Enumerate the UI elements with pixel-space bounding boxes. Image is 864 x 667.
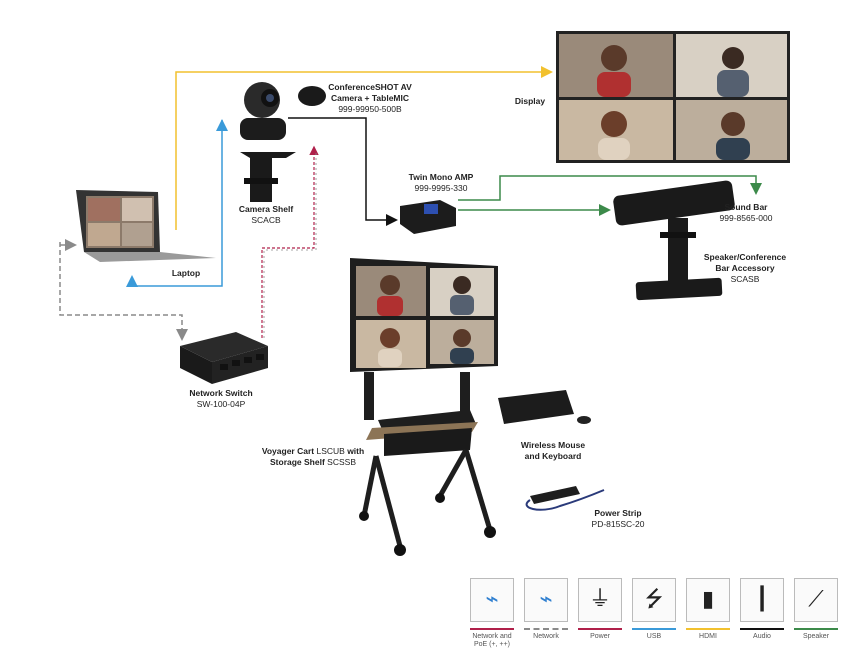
cart-display [350,258,498,372]
audio-connection [288,117,398,226]
legend-swatch-1: ⌁ [470,578,514,622]
speaker-connection-2 [458,175,762,201]
network-connection [59,242,188,341]
legend-label-6: Audio [753,633,771,640]
speaker-accessory [635,218,723,301]
display-screen [556,31,790,163]
legend-line-6 [740,628,784,630]
hdmi-connection [175,66,553,230]
legend-swatch-7: ⟋ [794,578,838,622]
camera-shelf [240,152,296,202]
power-plug-icon: ⏚ [588,587,611,612]
legend-line-2 [524,628,568,630]
hdmi-cable-icon: ▮ [701,587,715,612]
legend-line-7 [794,628,838,630]
legend-label-3: Power [590,633,610,640]
legend-swatch-3: ⏚ [578,578,622,622]
legend-swatch-2: ⌁ [524,578,568,622]
label-laptop: Laptop [171,268,201,278]
power-strip [525,486,605,511]
usb-icon: ⭍ [644,587,664,612]
sound-bar [613,180,735,226]
poe-connection-shadow [263,150,317,338]
legend-line-5 [686,628,730,630]
laptop [76,190,216,262]
table-mic [298,86,326,106]
twin-mono-amp [400,200,456,234]
poe-connection [261,145,319,338]
legend-line-4 [632,628,676,630]
legend-line-3 [578,628,622,630]
ethernet-cable-icon: ⌁ [539,587,553,612]
ethernet-cable-icon: ⌁ [485,587,499,612]
voyager-cart [359,372,496,556]
speaker-wire-icon: ⟋ [808,587,824,612]
usb-connection [126,120,223,287]
legend-swatch-6: ┃ [740,578,784,622]
network-switch-device [180,332,268,384]
legend-swatch-4: ⭍ [632,578,676,622]
legend-label-4: USB [646,633,662,640]
legend-label-5: HDMI [699,633,717,640]
legend-label-7: Speaker [802,633,830,640]
legend-line-1 [470,628,514,630]
audio-jack-icon: ┃ [755,587,769,612]
label-cart: Voyager Cart LSCUB with Storage Shelf SC… [261,446,365,467]
legend-label-2: Network [533,633,559,640]
label-display: Display [514,96,546,106]
wireless-keyboard-mouse [498,390,591,424]
legend-swatch-5: ▮ [686,578,730,622]
ptz-camera [240,82,286,140]
